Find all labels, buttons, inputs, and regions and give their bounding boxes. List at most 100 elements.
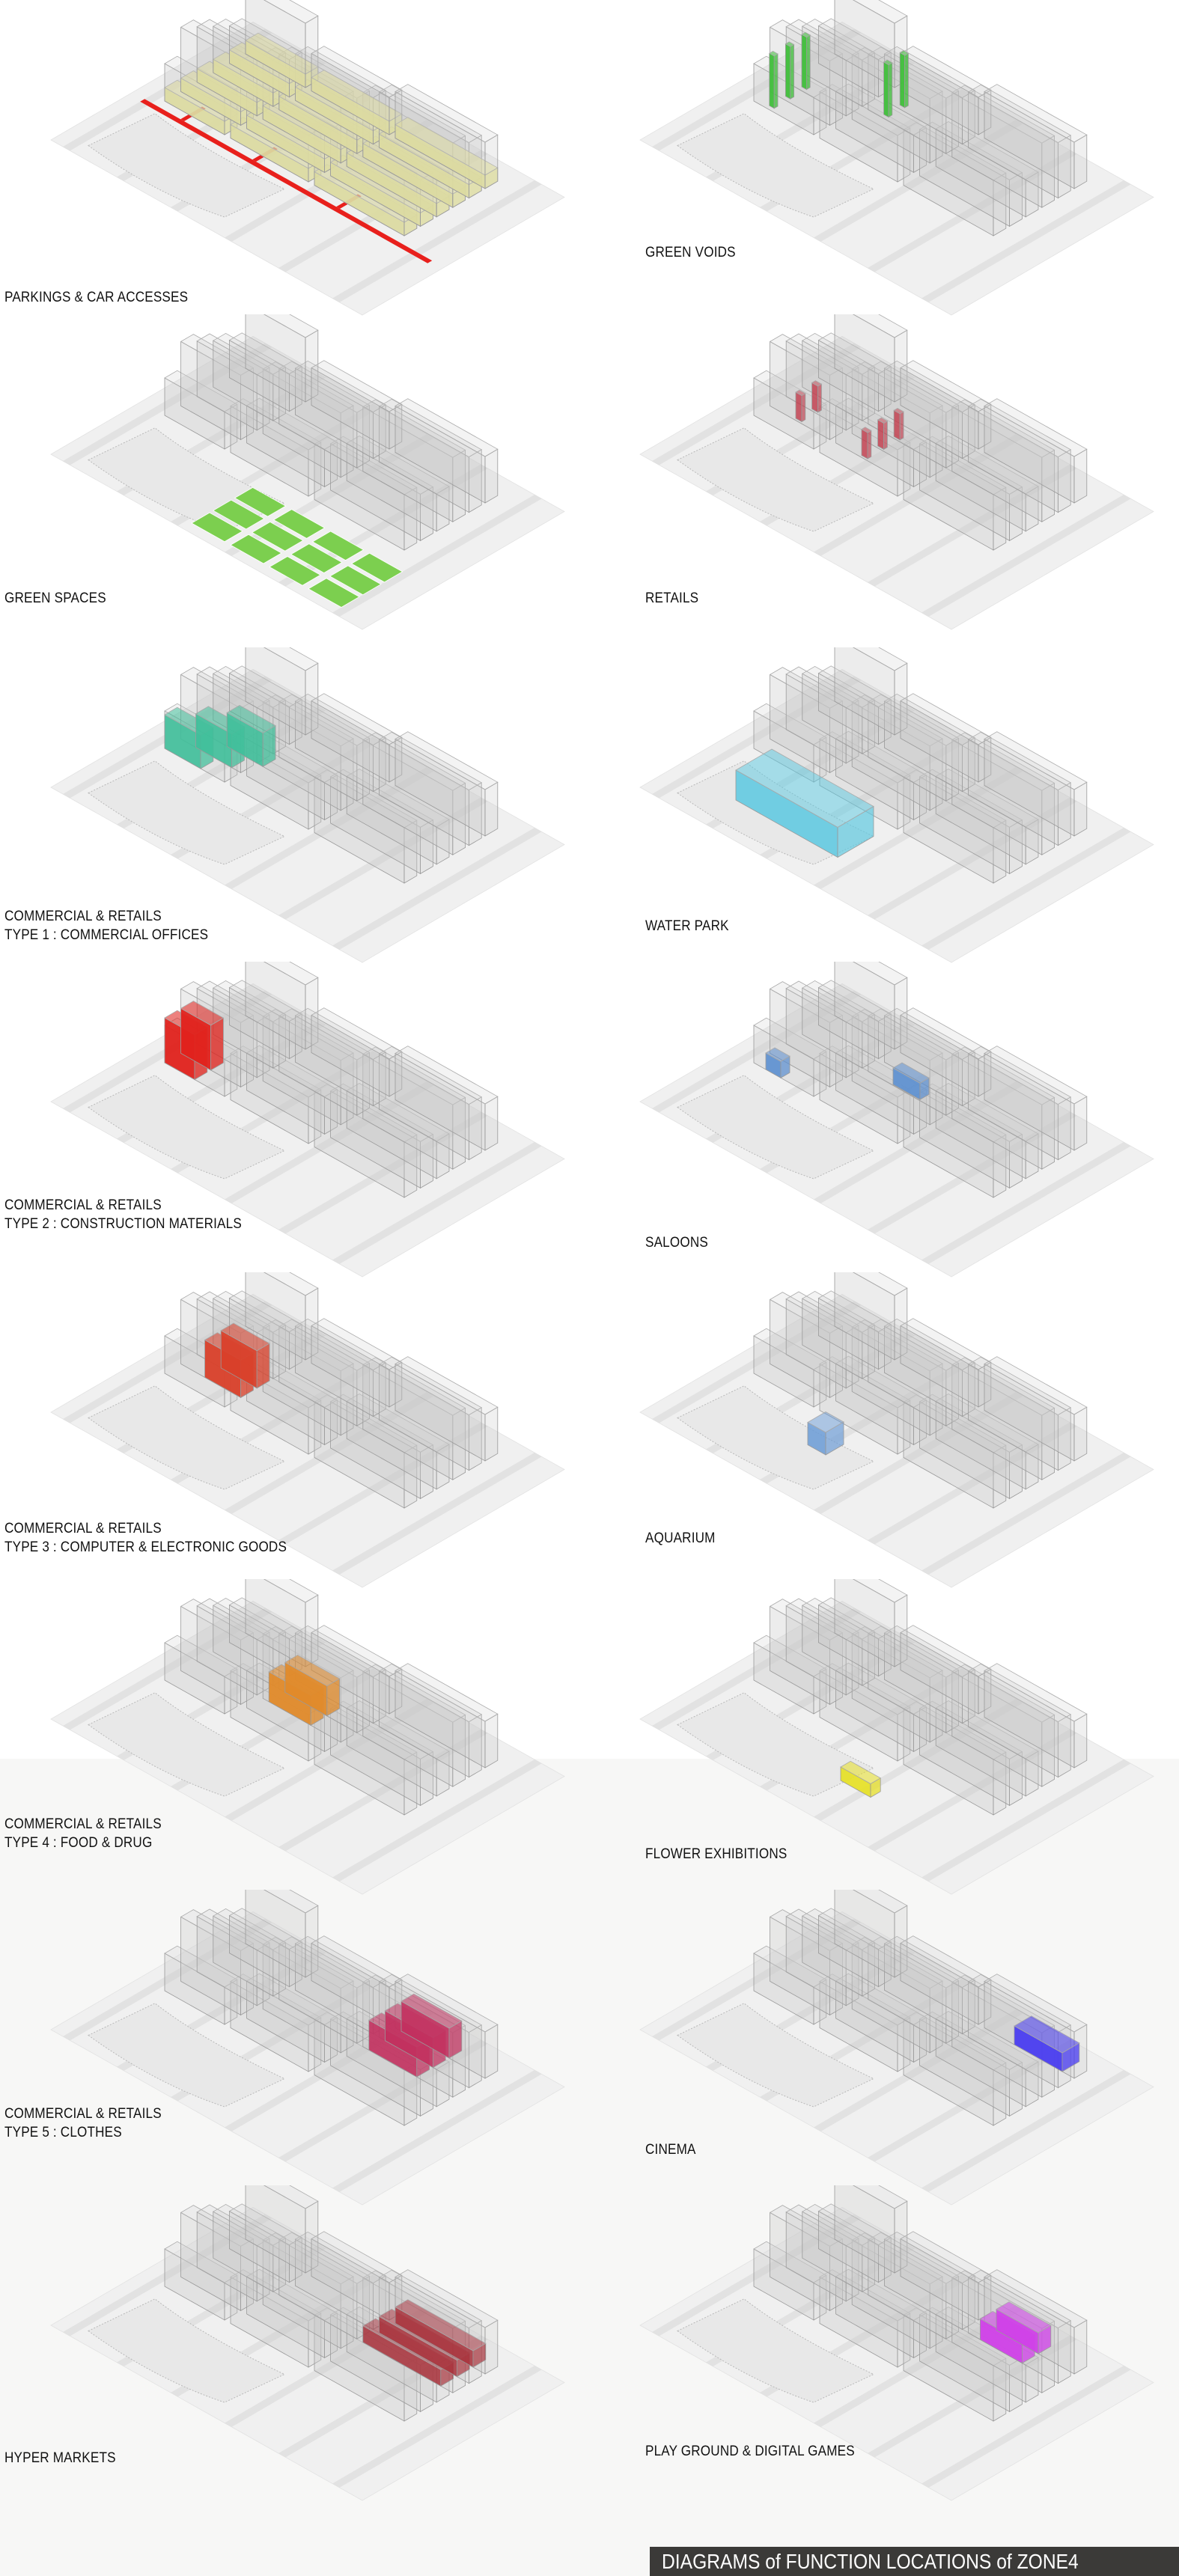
building-front [484, 1713, 499, 1768]
axonometric-site-drawing [50, 1579, 565, 1895]
green-void-side [883, 61, 889, 118]
street-band [652, 1918, 862, 2041]
street-band [814, 1392, 1023, 1514]
building-top [394, 1974, 499, 2033]
building-top [311, 1318, 403, 1370]
street-band [225, 767, 434, 889]
street-band [278, 1111, 488, 1234]
building-top [984, 1974, 1088, 2033]
building-top [984, 731, 1088, 790]
building-top [311, 1007, 403, 1060]
diagram-label: SALOONS [645, 1233, 708, 1252]
building-front [1073, 448, 1088, 504]
building-top [935, 1700, 1039, 1759]
building-top [212, 1908, 287, 1950]
street-band [652, 1608, 862, 1730]
street-band [868, 2335, 1077, 2458]
street-band [921, 828, 1131, 950]
green-void-side [785, 43, 791, 100]
building-top [967, 84, 1072, 144]
building-top [817, 2203, 892, 2246]
axonometric-site-drawing [50, 962, 565, 1278]
diagram-label-line: GREEN VOIDS [645, 245, 736, 260]
building-top [362, 399, 466, 458]
green-void-side [899, 52, 906, 109]
street-band [225, 1699, 434, 1821]
diagram-label: WATER PARK [645, 917, 729, 936]
street-band [814, 2305, 1023, 2427]
street-band [332, 1759, 542, 1881]
street-band [278, 1729, 488, 1852]
building-top [935, 769, 1039, 828]
hypermarket-top [394, 2299, 487, 2351]
diagram-label: CINEMA [645, 2140, 696, 2159]
diagram-label-line: FLOWER EXHIBITIONS [645, 1846, 787, 1862]
building-top [212, 980, 287, 1022]
retail-unit-front [883, 420, 888, 451]
building-top [967, 1356, 1072, 1416]
axonometric-site-drawing [639, 1579, 1154, 1895]
street-band [868, 1422, 1077, 1545]
building-top [180, 1599, 255, 1640]
retail-unit-side [861, 428, 868, 460]
diagram-label: FLOWER EXHIBITIONS [645, 1845, 787, 1864]
building-top [180, 1909, 255, 1951]
building-top [346, 1394, 450, 1453]
building-top [394, 1356, 499, 1415]
building-top [311, 360, 403, 412]
diagram-label-line: COMMERCIAL & RETAILS [4, 909, 162, 924]
street-band [278, 2039, 488, 2162]
street-band [278, 797, 488, 920]
building-top [801, 1597, 876, 1640]
diagram-label-line: TYPE 5 : CLOTHES [4, 2125, 122, 2140]
building-top [967, 398, 1072, 458]
building-front [484, 1096, 499, 1151]
building-front [1073, 1406, 1088, 1462]
retail-unit-front [817, 383, 822, 413]
playground-top [996, 2301, 1052, 2334]
axonometric-site-drawing [639, 314, 1154, 630]
building-top [900, 693, 992, 745]
diagram-panel [589, 647, 1178, 969]
street-band [868, 464, 1077, 587]
building-top [228, 332, 303, 375]
diagram-panel [0, 1890, 589, 2212]
building-top [394, 1046, 499, 1105]
diagram-label-line: GREEN SPACES [4, 590, 106, 606]
green-space [311, 531, 365, 561]
building-top [311, 2231, 403, 2283]
building-top [984, 84, 1088, 143]
retail-unit-top [811, 380, 823, 387]
green-void-front [790, 43, 795, 100]
diagram-panel [0, 647, 589, 969]
street-band [652, 343, 862, 466]
flower-hall-top [840, 1760, 882, 1784]
axonometric-site-drawing [50, 1272, 565, 1588]
diagram-label-line: PARKINGS & CAR ACCESSES [4, 290, 189, 305]
diagram-label: GREEN SPACES [4, 589, 106, 608]
building-top [311, 1935, 403, 1988]
building-top [984, 1663, 1088, 1722]
street-band [225, 1392, 434, 1514]
building-top [263, 1579, 319, 1603]
building-top [935, 1083, 1039, 1142]
diagram-panel [589, 1579, 1178, 1901]
building-top [951, 85, 1055, 144]
green-void-side [769, 52, 775, 109]
building-top [196, 333, 270, 376]
street-band [652, 2214, 862, 2337]
lake-terrain [88, 2003, 286, 2108]
building-top [753, 1017, 827, 1060]
building-top [853, 647, 908, 671]
street-band [921, 495, 1131, 617]
electronics-block-top [220, 1322, 270, 1352]
building-top [753, 1635, 827, 1677]
building-top [263, 2185, 319, 2209]
street-band [332, 1453, 542, 1575]
building-top [900, 360, 992, 412]
building-top [164, 2241, 238, 2283]
diagram-label-line: TYPE 3 : COMPUTER & ELECTRONIC GOODS [4, 1539, 287, 1555]
building-top [900, 1007, 992, 1060]
building-top [801, 1908, 876, 1950]
